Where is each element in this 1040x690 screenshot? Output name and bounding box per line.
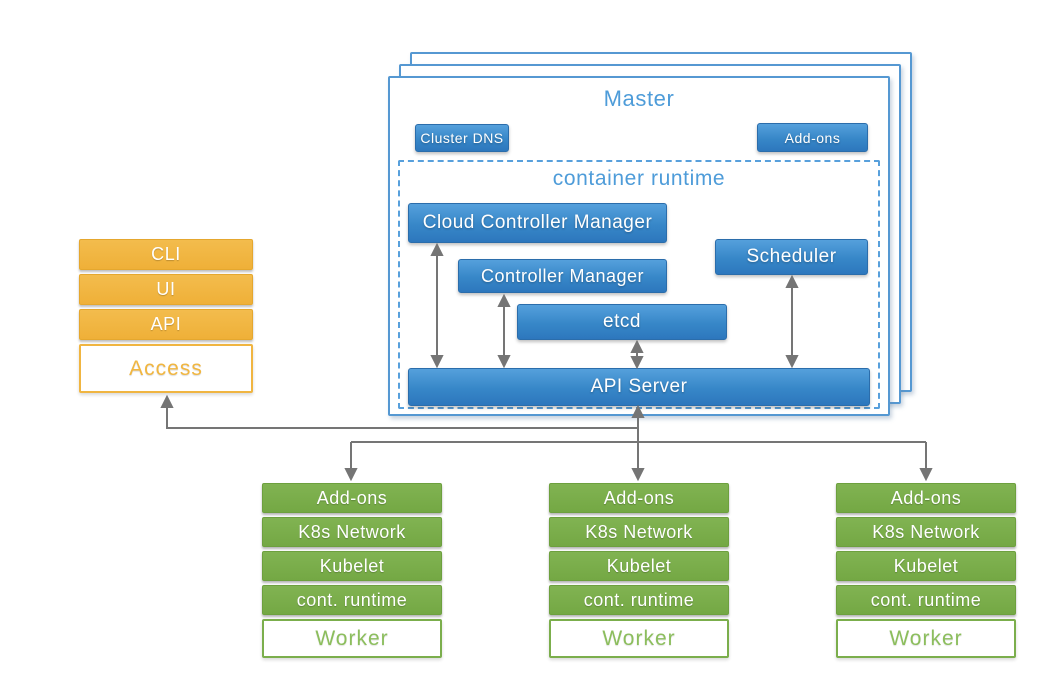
- ui-node: UI: [79, 274, 253, 305]
- etcd-node: etcd: [517, 304, 727, 340]
- worker1-addons-node: Add-ons: [262, 483, 442, 513]
- scheduler-node: Scheduler: [715, 239, 868, 275]
- worker2-runtime-node: cont. runtime: [549, 585, 729, 615]
- worker3-addons-node: Add-ons: [836, 483, 1016, 513]
- cli-node: CLI: [79, 239, 253, 270]
- worker3-runtime-node: cont. runtime: [836, 585, 1016, 615]
- worker2-node: Worker: [549, 619, 729, 658]
- worker2-kubelet-node: Kubelet: [549, 551, 729, 581]
- cluster-dns-node: Cluster DNS: [415, 124, 509, 152]
- api-server-node: API Server: [408, 368, 870, 406]
- api-node: API: [79, 309, 253, 340]
- worker3-node: Worker: [836, 619, 1016, 658]
- cloud-controller-manager-node: Cloud Controller Manager: [408, 203, 667, 243]
- master-title: Master: [603, 86, 675, 111]
- worker2-addons-node: Add-ons: [549, 483, 729, 513]
- master-addons-node: Add-ons: [757, 123, 868, 152]
- worker1-kubelet-node: Kubelet: [262, 551, 442, 581]
- access-node: Access: [79, 344, 253, 393]
- controller-manager-node: Controller Manager: [458, 259, 667, 293]
- worker3-network-node: K8s Network: [836, 517, 1016, 547]
- container-runtime-title: container runtime: [552, 167, 726, 190]
- worker3-kubelet-node: Kubelet: [836, 551, 1016, 581]
- worker1-runtime-node: cont. runtime: [262, 585, 442, 615]
- worker1-network-node: K8s Network: [262, 517, 442, 547]
- worker2-network-node: K8s Network: [549, 517, 729, 547]
- worker1-node: Worker: [262, 619, 442, 658]
